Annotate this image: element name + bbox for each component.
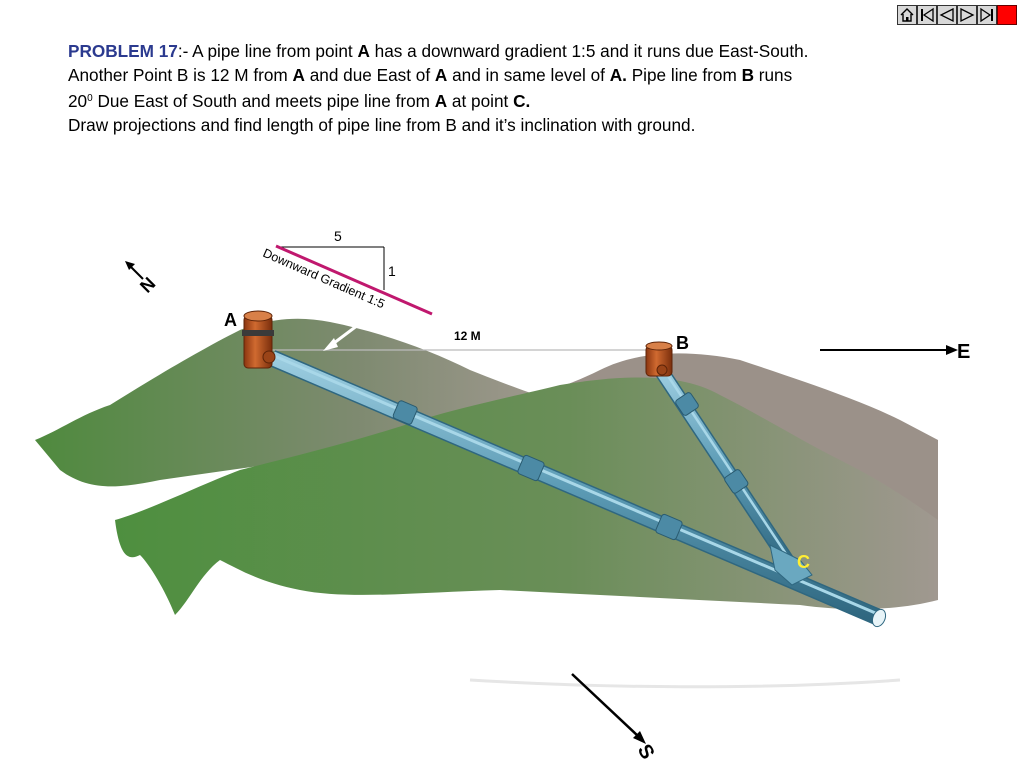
north-arrow: N [125,261,159,297]
hill-left [35,318,570,487]
pipe-coupling [724,469,749,494]
text: Pipe line from [626,64,742,85]
text: :- A pipe line from point [177,41,358,61]
east-arrow: E [820,341,970,363]
gradient-slope-line [275,244,433,316]
text: 20 [68,91,88,112]
text: Another Point B is 12 M from [68,64,293,85]
text: Due East of South and meets pipe line fr… [92,91,435,112]
south-label: S [633,741,659,764]
last-icon[interactable] [977,5,997,25]
pipe-coupling [655,513,683,541]
home-icon[interactable] [897,5,917,25]
distance-label: 12 M [454,329,481,343]
point-a-label: A [224,310,237,330]
post-b [645,341,673,377]
prev-icon[interactable] [937,5,957,25]
problem-line-3: 200 Due East of South and meets pipe lin… [68,87,968,114]
gradient-text: Downward Gradient 1:5 [261,246,387,311]
text: and in same level of [447,64,610,85]
degree-sup: 0 [87,93,93,105]
point-b-label: B [676,333,689,353]
next-icon[interactable] [957,5,977,25]
problem-line-1: PROBLEM 17:- A pipe line from point A ha… [68,40,968,64]
text: runs [753,64,793,85]
first-icon[interactable] [917,5,937,25]
text: A. [609,64,627,85]
problem-line-4: Draw projections and find length of pipe… [68,114,696,135]
point-c-label: C [797,552,810,572]
gradient-run-label: 5 [334,228,342,244]
text: at point [447,91,514,112]
pipe-end [871,608,887,628]
text: has a downward gradient 1:5 and it runs … [369,41,809,61]
text: and due East of [304,64,435,85]
gradient-pointer-arrow [323,320,363,351]
pipe-b-c [655,367,813,586]
ground-shadow [469,678,901,689]
pipe-coupling [392,400,418,425]
gradient-triangle: 5 1 Downward Gradient 1:5 [261,228,433,316]
text: B [741,64,754,85]
text: A [434,64,448,85]
east-label: E [957,341,970,363]
text: A [434,91,448,112]
pipe-junction [769,544,813,586]
problem-statement: PROBLEM 17:- A pipe line from point A ha… [68,40,968,137]
problem-title: PROBLEM 17 [68,41,178,61]
gradient-rise-label: 1 [388,263,396,279]
text: A [357,41,370,61]
pipe-coupling [675,392,699,416]
pipe-coupling [517,454,545,482]
slide-navigation [897,5,1017,25]
stop-icon[interactable] [997,5,1017,25]
text: C. [513,91,531,112]
problem-line-2: Another Point B is 12 M from A and due E… [68,64,968,88]
post-a [242,310,276,369]
text: A [292,64,305,85]
